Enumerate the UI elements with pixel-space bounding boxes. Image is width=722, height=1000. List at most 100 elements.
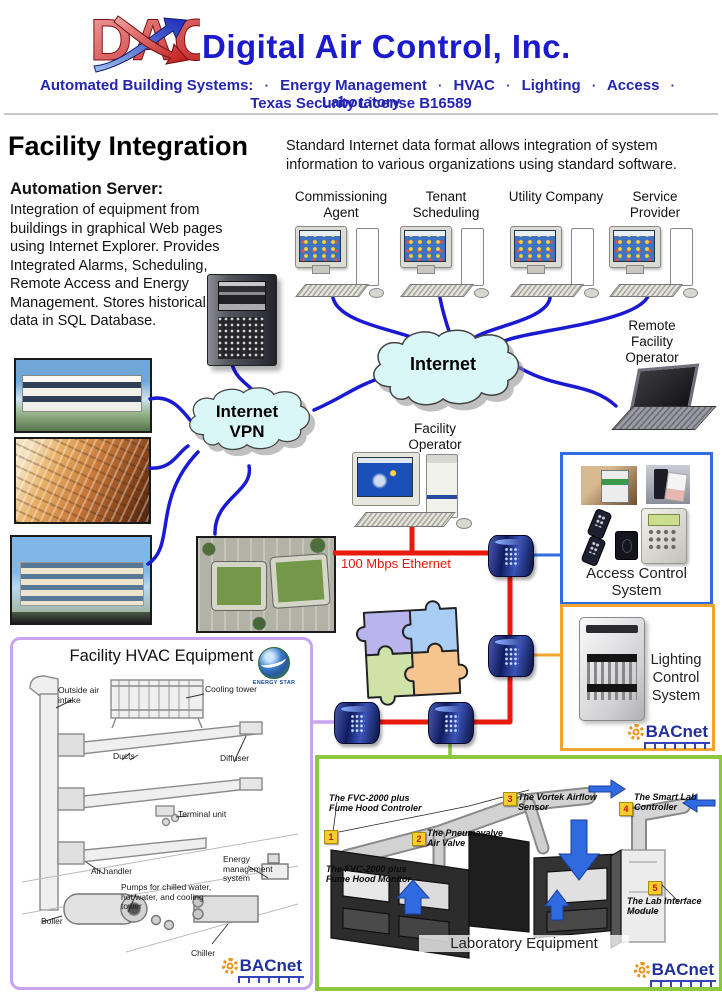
tagline-item: Energy Management (280, 77, 427, 94)
laptop (611, 363, 717, 440)
computer-tower (670, 228, 693, 286)
mouse (456, 518, 472, 529)
internet-cloud: Internet (362, 328, 524, 410)
lab-badge-5: 5 (648, 881, 662, 895)
hvac-label-diffuser: Diffuser (220, 753, 250, 763)
laptop-keyboard (611, 406, 717, 430)
access-control-caption: Access Control System (586, 565, 687, 599)
keyboard (400, 284, 475, 297)
access-control-box: Access Control System (560, 452, 713, 605)
company-title: Digital Air Control, Inc. (202, 28, 571, 65)
monitor (295, 226, 347, 274)
card-reader-photo (646, 465, 690, 504)
laboratory-box: The FVC-2000 plus Fume Hood Controler 1 … (315, 755, 722, 991)
bacnet-network-icon (643, 742, 710, 749)
lab-badge-3: 3 (503, 792, 517, 806)
monitor (400, 226, 452, 274)
automation-server-text: Integration of equipment from buildings … (10, 202, 251, 329)
network-hub (334, 702, 380, 744)
automation-server-tower (207, 274, 277, 366)
lab-badge-2: 2 (412, 832, 426, 846)
bacnet-logo: BACnet (633, 957, 716, 987)
bacnet-network-icon (649, 980, 716, 987)
workstation (607, 226, 703, 298)
building-photo-2 (14, 437, 151, 524)
keyboard (609, 284, 684, 297)
lab-label-fume-hood-monitor: The FVC-2000 plus Fume Hood Monitor (326, 864, 411, 884)
lab-badge-4: 4 (619, 802, 633, 816)
screen (299, 230, 341, 262)
separator-dot: · (437, 78, 443, 93)
separator-dot: · (591, 78, 597, 93)
access-keypad-unit (641, 508, 687, 564)
workstation (508, 226, 604, 298)
lab-label-lab-interface: The Lab Interface Module (627, 896, 702, 916)
lab-badge-1: 1 (324, 830, 338, 844)
energy-star-globe-icon (258, 647, 290, 679)
bacnet-gear-icon (221, 958, 238, 974)
green-roof-building (211, 561, 267, 611)
facility-operator-label: Facility Operator (408, 421, 462, 452)
monitor (609, 226, 661, 274)
lab-label-fume-hood-controller: The FVC-2000 plus Fume Hood Controler (329, 793, 422, 813)
computer-tower (426, 454, 458, 518)
mouse (584, 288, 599, 298)
screen (357, 457, 413, 497)
ethernet-label: 100 Mbps Ethernet (341, 556, 451, 571)
tagline: Automated Building Systems: · Energy Man… (0, 77, 722, 111)
campus-aerial-photo (196, 536, 336, 633)
intro-description: Standard Internet data format allows int… (286, 138, 677, 173)
network-hub (488, 535, 534, 577)
energy-star-text: ENERGY STAR (252, 680, 296, 686)
license-line: Texas Security License B16589 (250, 95, 472, 112)
mouse (369, 288, 384, 298)
monitor (510, 226, 562, 274)
laboratory-caption: Laboratory Equipment (419, 935, 629, 952)
lab-label-vortek: The Vortek Airflow Sensor (518, 792, 597, 812)
hvac-label-ducts: Ducts (113, 751, 135, 761)
hvac-label-ems: Energy management system (223, 854, 273, 883)
building-photo-3 (10, 535, 152, 625)
internet-vpn-cloud: Internet VPN (180, 386, 314, 466)
internet-vpn-label: Internet VPN (215, 402, 279, 441)
bacnet-gear-icon (633, 962, 650, 978)
bacnet-wordmark: BACnet (651, 960, 714, 979)
hvac-label-boiler: Boiler (41, 916, 63, 926)
lighting-control-box: Lighting Control System BACnet (560, 604, 715, 751)
bacnet-wordmark: BACnet (645, 722, 708, 741)
keypad-photo (581, 466, 637, 505)
integration-puzzle (356, 600, 469, 706)
office-building (20, 562, 144, 606)
laboratory-diagram (330, 779, 716, 959)
bacnet-wordmark: BACnet (239, 956, 302, 975)
lab-label-pneumavalve: The Pneumavalve Air Valve (427, 828, 504, 848)
hvac-label-terminal-unit: Terminal unit (178, 809, 227, 819)
org-label-service-provider: Service Provider (629, 189, 681, 220)
org-label-commissioning-agent: Commissioning Agent (294, 189, 388, 220)
lab-label-smart-lab: The Smart Lab Controller (634, 792, 697, 812)
hvac-label-chiller: Chiller (191, 948, 216, 958)
network-hub (488, 635, 534, 677)
tagline-item: Laboratory (321, 94, 401, 111)
computer-tower (571, 228, 594, 286)
workstation (293, 226, 389, 298)
separator-dot: · (264, 78, 269, 93)
tagline-label: Automated Building Systems: (40, 77, 254, 94)
keyboard (510, 284, 585, 297)
key-fob-remote (580, 534, 607, 568)
tagline-item: Lighting (521, 77, 581, 94)
energy-star-logo: ENERGY STAR (249, 647, 299, 686)
mouse (474, 288, 489, 298)
internet-label: Internet (409, 354, 476, 374)
screen (514, 230, 556, 262)
org-label-utility-company: Utility Company (508, 189, 604, 204)
hvac-diagram (21, 675, 299, 953)
separator-dot: · (506, 78, 511, 93)
bacnet-network-icon (237, 976, 304, 983)
computer-tower (356, 228, 379, 286)
hvac-label-air-handler: Air handler (91, 866, 133, 876)
bacnet-gear-icon (627, 724, 644, 740)
screen (404, 230, 446, 262)
bacnet-logo: BACnet (627, 719, 710, 749)
